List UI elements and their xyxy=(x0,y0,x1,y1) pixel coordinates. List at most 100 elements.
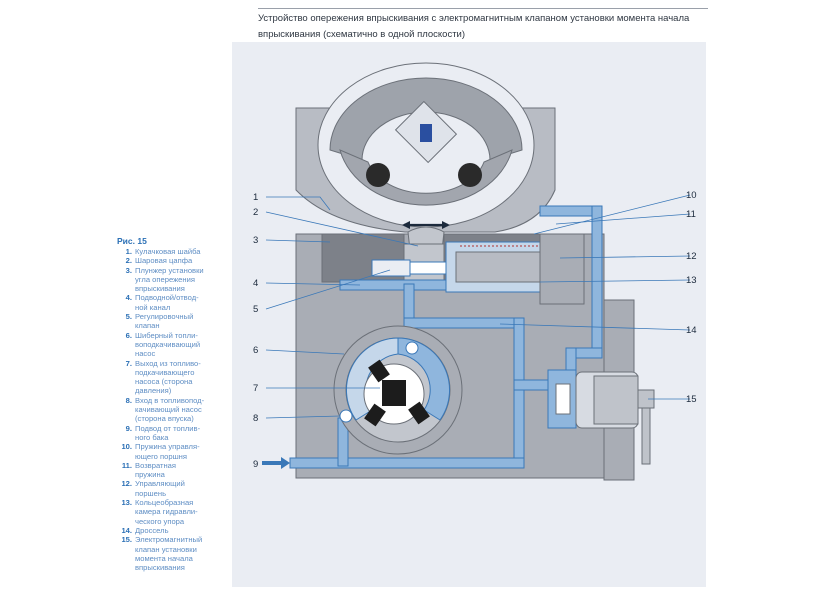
legend-item-line: Кулачковая шайба xyxy=(135,247,201,256)
legend-item-line: воподкачивающий xyxy=(135,339,201,349)
legend-item-line: Плунжер установки xyxy=(135,265,204,275)
legend-item-line: ной канал xyxy=(135,302,171,312)
leader-6 xyxy=(265,349,345,355)
solenoid-plunger xyxy=(555,383,571,415)
callout-3: 3 xyxy=(253,235,258,246)
movement-arrow-left xyxy=(402,221,410,229)
leader-5 xyxy=(265,269,391,310)
callout-9: 9 xyxy=(253,459,258,470)
pump-inlet-port xyxy=(339,409,353,423)
pump-outlet-port xyxy=(405,341,419,355)
pump-vane-3 xyxy=(364,403,386,427)
legend-item-line: клапан установки xyxy=(135,544,197,554)
roller-right xyxy=(458,163,482,187)
callout-12: 12 xyxy=(686,251,697,262)
leader-1 xyxy=(266,196,331,211)
legend-title: Рис. 15 xyxy=(117,236,147,246)
legend-item-text: Подвод от топлив-ного бака xyxy=(135,424,227,443)
caption-line-1: Устройство опережения впрыскивания с эле… xyxy=(258,13,690,24)
legend-item: 10.Пружина управля-ющего поршня xyxy=(117,442,227,461)
legend-item-line: Подводной/отвод- xyxy=(135,293,199,303)
legend-item-line: Дроссель xyxy=(135,525,169,535)
channel-right-vertical xyxy=(591,205,603,359)
leader-3 xyxy=(265,239,331,243)
callout-2: 2 xyxy=(253,207,258,218)
legend-item-number: 6. xyxy=(125,330,132,340)
callout-8: 8 xyxy=(253,413,258,424)
legend-item-line: Вход в топливопод- xyxy=(135,395,205,405)
regulating-valve-body xyxy=(409,261,447,275)
callout-10: 10 xyxy=(686,190,697,201)
tank-supply-channel xyxy=(289,457,525,469)
leader-2 xyxy=(265,211,419,247)
callout-5: 5 xyxy=(253,304,258,315)
legend-item-line: Кольцеобразная xyxy=(135,498,194,508)
legend-item-text: Кулачковая шайба xyxy=(135,247,227,256)
callout-labels: 1 2 3 4 5 6 7 8 9 10 11 12 13 14 15 xyxy=(253,190,697,470)
legend-item-line: Шаровая цапфа xyxy=(135,256,193,266)
legend-item-text: Дроссель xyxy=(135,526,227,535)
legend-item-line: подкачивающего xyxy=(135,367,195,377)
legend-item-line: Регулировочный xyxy=(135,312,194,322)
callout-4: 4 xyxy=(253,278,258,289)
callout-15: 15 xyxy=(686,394,697,405)
tank-inlet-arrowhead xyxy=(281,457,290,469)
legend-item-text: Вход в топливопод-качивающий насос(сторо… xyxy=(135,396,227,424)
solenoid-lead xyxy=(641,407,651,465)
legend-item-line: давления) xyxy=(135,386,172,396)
legend-item-line: насоса (сторона xyxy=(135,377,193,387)
callout-11: 11 xyxy=(686,209,696,220)
legend-item-number: 14. xyxy=(121,525,132,535)
legend-item: 4.Подводной/отвод-ной канал xyxy=(117,293,227,312)
return-channel-vertical xyxy=(513,317,525,467)
legend-item-text: Подводной/отвод-ной канал xyxy=(135,293,227,312)
callout-7: 7 xyxy=(253,383,258,394)
piston-cap xyxy=(539,233,585,305)
legend-item-line: Электромагнитный xyxy=(135,535,203,545)
legend-item: 14.Дроссель xyxy=(117,526,227,535)
legend-item-line: ющего поршня xyxy=(135,451,187,461)
legend-item-number: 5. xyxy=(125,312,132,322)
legend-item-line: качивающий насос xyxy=(135,405,202,415)
legend-item-line: ного бака xyxy=(135,432,169,442)
legend-item-line: клапан xyxy=(135,321,160,331)
leader-11 xyxy=(555,213,691,225)
leader-12 xyxy=(559,255,691,259)
roller-left xyxy=(366,163,390,187)
legend-item-number: 7. xyxy=(125,358,132,368)
legend-item-line: впрыскивания xyxy=(135,563,185,573)
leader-8 xyxy=(265,415,341,419)
legend-item: 2.Шаровая цапфа xyxy=(117,256,227,265)
legend-item-number: 4. xyxy=(125,293,132,303)
legend-item-line: (сторона впуска) xyxy=(135,414,194,424)
legend-item-number: 3. xyxy=(125,265,132,275)
legend-item-line: поршень xyxy=(135,488,167,498)
legend-item-number: 12. xyxy=(121,479,132,489)
movement-arrow-right xyxy=(442,221,450,229)
callout-6: 6 xyxy=(253,345,258,356)
legend-item-line: Шиберный топли- xyxy=(135,330,198,340)
legend-item-number: 8. xyxy=(125,395,132,405)
legend-item-line: угла опережения xyxy=(135,274,195,284)
legend-item-number: 2. xyxy=(125,256,132,266)
pump-vane-1 xyxy=(368,359,390,383)
legend-item-number: 9. xyxy=(125,423,132,433)
channel-top xyxy=(539,205,601,217)
leader-14 xyxy=(499,323,691,331)
legend-item-text: Пружина управля-ющего поршня xyxy=(135,442,227,461)
callout-leaders xyxy=(265,194,691,419)
